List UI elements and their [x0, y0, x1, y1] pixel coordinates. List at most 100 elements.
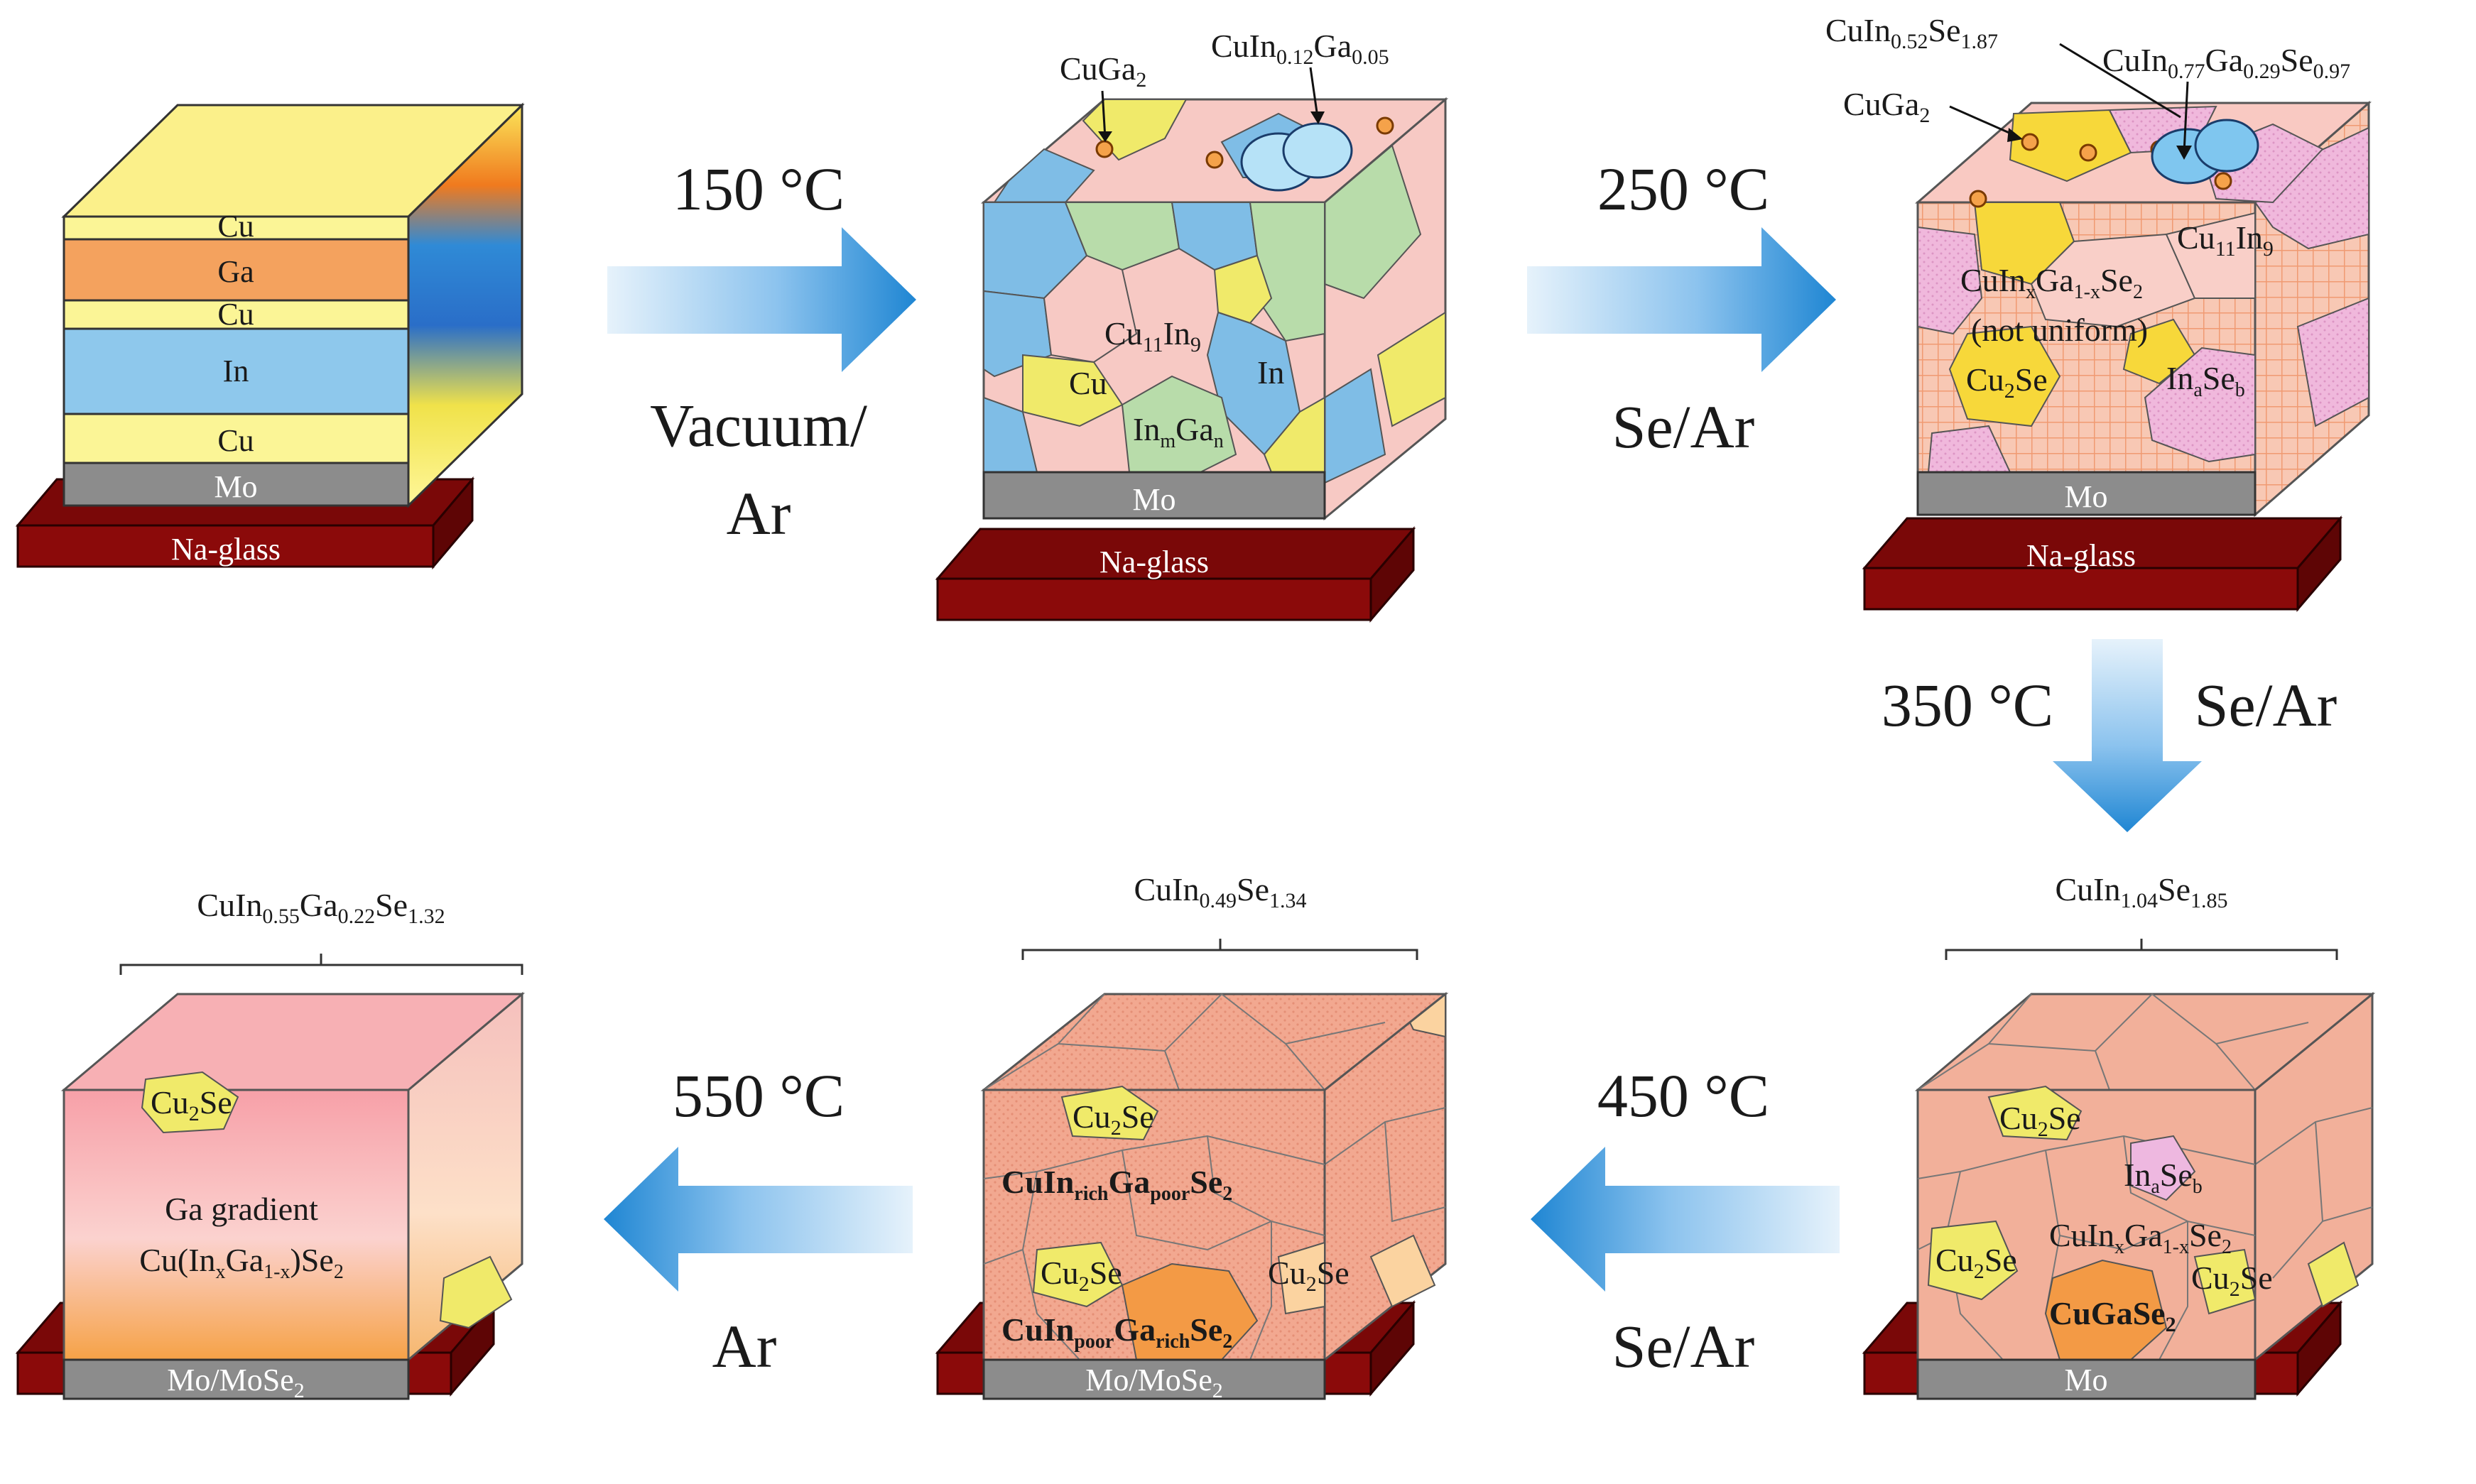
mo-layer: [63, 462, 410, 507]
arrow-450c: 450 °C Se/Ar: [1531, 1062, 1840, 1380]
grain: [1369, 1234, 1436, 1308]
grain-not-uniform-label: (not uniform): [1971, 312, 2148, 348]
grain-cu2se-left-label: Cu2Se: [1935, 1242, 2017, 1283]
grain-cu2se-mid-label: Cu2Se: [1041, 1255, 1122, 1296]
mo-layer: [982, 1358, 1326, 1400]
layer-cu-middle-label: Cu: [217, 297, 254, 332]
grain-cuin-rich-label: CuInrichGapoorSe2: [1001, 1164, 1232, 1205]
grain-cuingase-label: CuInxGa1-xSe2: [1960, 262, 2143, 303]
grain-inmgan-label: InmGan: [1133, 411, 1224, 452]
bracket-composition-label: CuIn1.04Se1.85: [2056, 871, 2228, 912]
callout-line: [1949, 105, 2018, 138]
grain: [1022, 354, 1124, 427]
substrate-side: [2296, 515, 2342, 613]
cuingase-particle: [2194, 119, 2259, 173]
grain: [1064, 202, 1180, 271]
grain: [2165, 212, 2256, 299]
stage-3-cube: Na-glass Mo Cu11In9 CuInxGa1-xSe2 (not u…: [1825, 12, 2372, 613]
grain-in-label: In: [1257, 354, 1284, 391]
composition-bracket: [1021, 939, 1418, 960]
arrow-shape: [607, 227, 916, 372]
grain-inase-label: InaSeb: [2124, 1157, 2203, 1198]
atmosphere-label: Ar: [712, 1312, 777, 1380]
grain-cugase-label: CuGaSe2: [2049, 1295, 2176, 1336]
mo-label: Mo/MoSe2: [167, 1363, 304, 1402]
mo-label: Mo: [2064, 1363, 2107, 1397]
grain: [2044, 1259, 2168, 1360]
mo-label: Mo: [2064, 479, 2107, 514]
grain-cuingase-label: CuInxGa1-xSe2: [2049, 1217, 2232, 1258]
callout-line: [1309, 67, 1319, 118]
callout-arrowhead: [2176, 146, 2192, 160]
callout-cuga2: CuGa2: [1843, 86, 1930, 127]
callout-arrowhead: [1310, 111, 1325, 124]
substrate-label: Na-glass: [2026, 538, 2136, 573]
atmosphere-label: Se/Ar: [1612, 1312, 1755, 1380]
grain: [1263, 396, 1325, 473]
temperature-label: 150 °C: [673, 155, 845, 223]
grain: [1987, 1085, 2083, 1141]
mo-label: Mo/MoSe2: [1085, 1363, 1222, 1402]
grain-cu2se-right-label: Cu2Se: [2191, 1260, 2273, 1301]
mo-label: Mo: [1132, 482, 1175, 517]
arrow-shape: [1531, 1147, 1840, 1292]
substrate-label: Na-glass: [171, 532, 281, 567]
callout-arrowhead: [1098, 131, 1112, 142]
grain-cu2se-top-label: Cu2Se: [1999, 1100, 2081, 1141]
grain: [993, 148, 1095, 203]
substrate-label: Na-glass: [2026, 1431, 2136, 1466]
grain: [141, 1071, 239, 1134]
callout-line: [2183, 81, 2189, 153]
grain: [2307, 1241, 2360, 1308]
layer-cu-top-label: Cu: [217, 209, 254, 244]
stage-5-cube: Na-glass Mo/MoSe2 CuIn0.49Se1.34 Cu2Se C…: [935, 871, 1449, 1466]
atmosphere-label-line2: Ar: [727, 479, 791, 547]
arrow-shape: [2053, 639, 2202, 832]
mo-layer: [982, 471, 1326, 520]
arrow-shape: [604, 1147, 913, 1292]
grain: [2130, 1135, 2196, 1201]
grain-cu2se-label: Cu2Se: [1966, 361, 2048, 403]
ga-gradient-label: Ga gradient: [165, 1191, 318, 1227]
grain: [1377, 311, 1446, 427]
grain: [1213, 254, 1273, 324]
grain: [2144, 347, 2256, 463]
grain-cu2se-right-label: Cu2Se: [1268, 1255, 1350, 1296]
temperature-label: 350 °C: [1882, 671, 2053, 739]
cuga2-particle: [1376, 116, 1394, 135]
arrow-shape: [1527, 227, 1836, 372]
grain-cu2se-label: Cu2Se: [151, 1084, 232, 1125]
bracket-composition-label: CuIn0.49Se1.34: [1134, 871, 1307, 912]
stage-1-stack: Na-glass Cu Ga Cu In Cu Mo: [15, 102, 525, 570]
cuga2-particle: [1095, 140, 1114, 158]
stage-2-cube: Na-glass Mo Cu11In9 Cu In InmGan: [935, 28, 1449, 623]
substrate-side: [1369, 525, 1415, 623]
substrate-front: [1863, 567, 2299, 611]
substrate-label: Na-glass: [173, 1431, 282, 1466]
grain: [1032, 1241, 1124, 1308]
grain: [2296, 297, 2369, 427]
composition-bracket: [1945, 939, 2338, 960]
cuga2-particle: [1969, 190, 1987, 208]
cuga2-particle: [2021, 133, 2039, 151]
grain-cu11in9-label: Cu11In9: [1104, 315, 1201, 356]
grain-cu11in9-label: Cu11In9: [2177, 219, 2274, 261]
substrate-side: [1369, 1299, 1415, 1397]
grain: [2009, 109, 2132, 182]
substrate-label: Na-glass: [1099, 1431, 1209, 1466]
cuga2-particle: [1205, 151, 1224, 169]
callout-cuga2: CuGa2: [1060, 50, 1146, 92]
substrate-front: [936, 577, 1372, 621]
arrow-150c: 150 °C Vacuum/ Ar: [607, 155, 916, 547]
substrate-label: Na-glass: [1099, 545, 1209, 579]
grain-cu2se-top-label: Cu2Se: [1073, 1098, 1154, 1140]
layer-ga: [63, 238, 410, 302]
callout-line: [1101, 90, 1107, 139]
grain: [1948, 325, 2061, 427]
stage-4-cube: Na-glass Mo CuIn1.04Se1.85 Cu2Se InaSeb …: [1862, 871, 2376, 1466]
mo-label: Mo: [214, 469, 257, 504]
cube-front-face: [63, 1089, 410, 1361]
grain: [1927, 1220, 2019, 1301]
stage-6-cube: Na-glass Mo/MoSe2 CuIn0.55Ga0.22Se1.32 C…: [15, 887, 526, 1466]
temperature-label: 250 °C: [1597, 155, 1769, 223]
